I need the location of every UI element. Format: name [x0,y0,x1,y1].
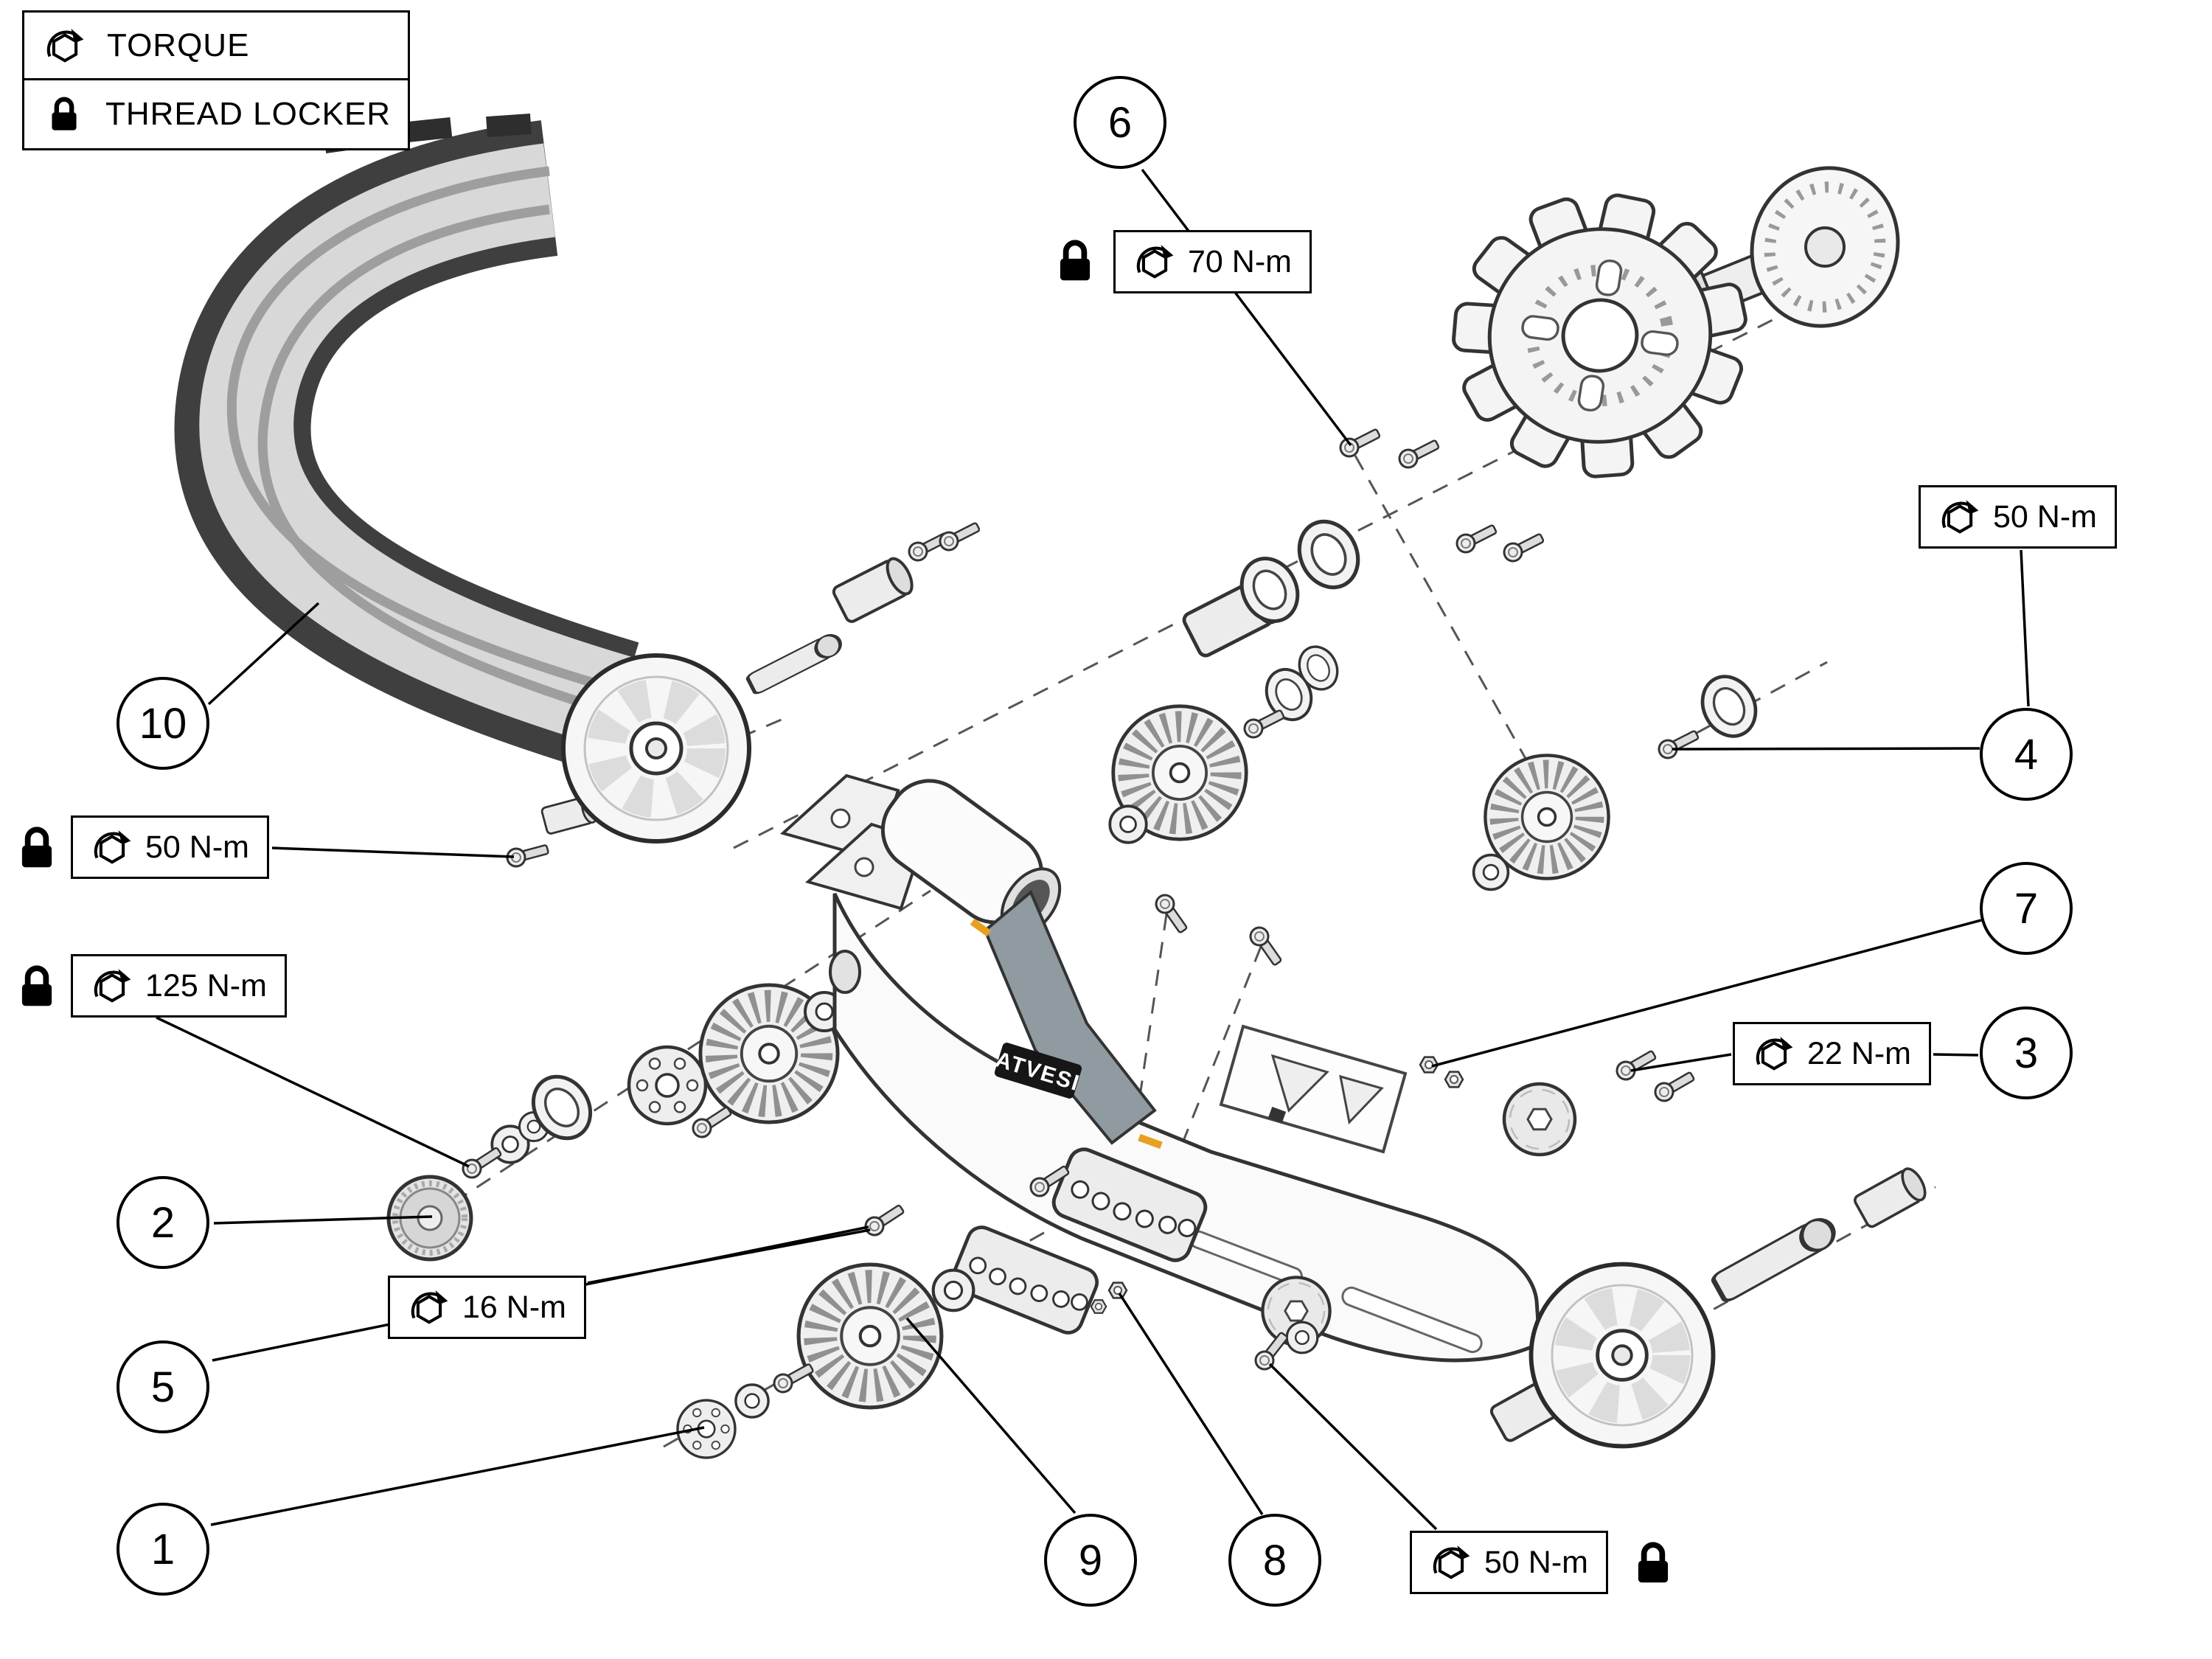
brake-disc-lower [799,1265,942,1408]
pivot-bushing [829,950,861,994]
triangle-cutout [1270,1054,1329,1113]
washer [1108,804,1148,844]
hub-bolt [458,1142,505,1183]
bolt [860,1200,908,1240]
bolt [936,517,984,554]
track-groove [226,166,605,691]
callout-3: 3 [1980,1006,2073,1099]
washer [734,1383,770,1419]
rear-idler-wheel [1531,1265,1714,1447]
torque-hex-icon [1133,242,1176,282]
torque-value: 16 N-m [462,1289,566,1325]
torque-hex-icon [44,26,86,66]
triangle-plate [1219,1024,1408,1154]
torque-label-50nm-top: 50 N-m [1919,485,2117,549]
washer [1285,1321,1319,1354]
accent-marks [970,918,1163,1150]
torque-hex-icon [1938,497,1981,537]
torque-label-50nm-left: 50 N-m [71,815,269,879]
legend-row-thread-locker: THREAD LOCKER [24,80,408,148]
decal [1267,1107,1287,1123]
bearing [1288,512,1368,598]
spacer-bushing [1851,1164,1931,1230]
callout-5: 5 [116,1340,209,1433]
callout-number: 2 [150,1198,175,1247]
bolt [1151,890,1192,937]
torque-label-16nm: 16 N-m [388,1276,586,1339]
torque-label-125nm: 125 N-m [71,954,287,1018]
torque-value: 22 N-m [1807,1035,1911,1071]
torque-hex-icon [408,1287,451,1327]
callout-2: 2 [116,1176,209,1269]
spacer-bushing [830,553,919,625]
callout-4: 4 [1980,708,2073,801]
torque-hex-icon [91,966,133,1006]
torque-hex-icon [1753,1034,1795,1074]
torque-value: 50 N-m [1993,498,2097,535]
callout-number: 6 [1107,98,1133,147]
bolt [1613,1046,1660,1084]
torque-hex-icon [91,827,133,867]
callout-number: 3 [2014,1029,2039,1077]
callout-number: 5 [150,1363,175,1411]
left-hub-stack [389,793,844,1259]
triangle-cutout [1339,1074,1384,1125]
torque-value: 70 N-m [1188,243,1292,279]
bolt [1245,922,1287,970]
bolt [1453,519,1500,557]
torque-hex-icon [1430,1543,1472,1582]
thread-locker-icon [1628,1538,1678,1588]
torque-value: 125 N-m [145,967,267,1004]
bolt [1336,423,1384,461]
legend-thread-locker-label: THREAD LOCKER [105,96,392,132]
callout-10: 10 [116,677,209,770]
thread-locker-icon [1050,236,1100,286]
callout-8: 8 [1228,1514,1321,1607]
callout-number: 1 [150,1525,175,1573]
legend-torque-label: TORQUE [107,27,250,63]
axle-bolt [1655,725,1703,762]
bolt [1240,704,1288,742]
adjuster-cam [1504,1084,1575,1155]
callout-number: 4 [2014,730,2039,779]
nut [1090,1299,1107,1314]
callout-7: 7 [1980,862,2073,955]
thread-locker-icon [12,823,62,873]
bolt [1395,434,1443,472]
nut [1107,1281,1128,1299]
bolt [1500,528,1548,566]
fastener-bolts [458,423,1703,1397]
axle-pin [746,631,844,695]
callout-6: 6 [1074,76,1166,169]
callout-number: 8 [1262,1536,1287,1585]
front-idler-wheel [563,655,749,841]
nut [1444,1071,1464,1088]
torque-label-50nm-bottom: 50 N-m [1410,1531,1608,1594]
washer [1472,853,1510,891]
torque-label-70nm: 70 N-m [1113,230,1312,293]
thread-locker-lock-icon [44,94,85,135]
torque-value: 50 N-m [1484,1544,1588,1580]
torque-label-22nm: 22 N-m [1733,1022,1931,1085]
callout-number: 10 [139,699,187,748]
bolt [770,1358,817,1397]
thread-locker-icon [12,961,62,1012]
rear-axle-shaft [1711,1214,1839,1302]
drive-sprocket [1452,193,1747,479]
legend-row-torque: TORQUE [24,13,408,80]
track-groove [257,204,634,723]
bolt [1651,1067,1698,1105]
bolt [504,839,552,870]
torque-value: 50 N-m [145,829,249,865]
washer [933,1270,974,1311]
legend: TORQUE THREAD LOCKER [22,10,410,150]
bearing [1693,667,1766,745]
callout-9: 9 [1044,1514,1137,1607]
bearing-flange [676,1399,737,1459]
callout-number: 7 [2014,884,2039,933]
callout-number: 9 [1078,1536,1103,1585]
callout-1: 1 [116,1503,209,1596]
bearing-flange [629,1047,706,1124]
